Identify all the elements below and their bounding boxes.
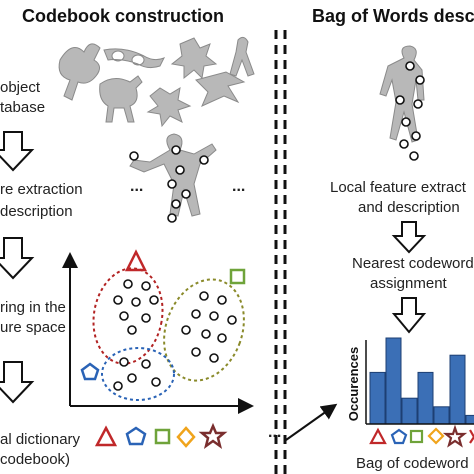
clustering-label-line2: ure space <box>0 319 66 336</box>
model-bug <box>170 37 218 80</box>
object-database-models <box>58 36 255 128</box>
down-arrow-3 <box>0 361 35 404</box>
histogram-bar-1 <box>369 371 386 425</box>
cluster-blue <box>101 347 175 401</box>
model-spider <box>146 87 192 128</box>
codeword-triangle-icon <box>94 425 118 447</box>
bag-of-codewords-label: Bag of codeword <box>356 455 469 472</box>
right-down-arrow-1 <box>391 221 427 254</box>
local-feature-label-line2: and description <box>358 199 460 216</box>
codeword-diamond-icon <box>176 426 196 448</box>
dictionary-label-line1: al dictionary <box>0 431 81 448</box>
model-human-small <box>229 36 255 77</box>
down-arrow-1 <box>0 131 35 172</box>
left-flow-arrows <box>0 131 35 404</box>
codeword-star-icon <box>198 422 228 449</box>
cluster-triangle-marker <box>124 249 148 272</box>
ellipsis-models-2: ... <box>232 178 246 195</box>
cluster-red <box>92 267 164 365</box>
down-arrow-2 <box>0 237 35 280</box>
histogram-bar-2 <box>385 337 402 425</box>
histogram-bar-3 <box>401 397 418 425</box>
ellipsis-models: ... <box>130 178 144 195</box>
feature-extraction-label-line1: re extraction <box>0 181 83 198</box>
feature-points <box>113 279 237 391</box>
query-figure <box>379 45 425 161</box>
nearest-codeword-label-line1: Nearest codeword <box>352 255 474 272</box>
histogram-bar-5 <box>433 406 450 425</box>
dictionary-label-line2: codebook) <box>0 451 71 468</box>
nearest-codeword-label-line2: assignment <box>370 275 447 292</box>
object-label-line1: object <box>0 79 41 96</box>
model-horse <box>99 75 143 123</box>
feature-extraction-figure <box>129 133 217 223</box>
codeword-pentagon-icon <box>125 426 147 446</box>
histogram-bar-6 <box>449 354 466 425</box>
occurrence-histogram <box>369 337 474 425</box>
local-feature-label-line1: Local feature extract <box>330 179 466 196</box>
model-plane <box>195 71 246 107</box>
histogram-codeword-row <box>369 424 474 448</box>
right-down-arrow-2 <box>391 297 427 334</box>
histogram-bar-7 <box>465 414 474 425</box>
histogram-bar-4 <box>417 371 434 425</box>
cluster-olive <box>163 278 245 382</box>
clustering-label-line1: ring in the <box>0 299 66 316</box>
model-creature <box>58 43 101 101</box>
codeword-square-icon <box>154 428 171 445</box>
codebook-to-histogram-arrow <box>285 403 338 441</box>
bag-of-words-title: Bag of Words descri <box>312 6 474 26</box>
right-flow-arrows <box>391 221 427 334</box>
ellipsis-codebook: ... <box>268 424 282 441</box>
model-glasses <box>103 48 166 69</box>
histogram-y-label: Occurences <box>346 347 361 421</box>
codebook-construction-title: Codebook construction <box>22 6 224 26</box>
database-label-line2: tabase <box>0 99 46 116</box>
codebook-row <box>94 422 228 449</box>
cluster-square-marker <box>229 268 246 285</box>
feature-extraction-label-line2: description <box>0 203 73 220</box>
cluster-pentagon-marker <box>80 362 100 381</box>
